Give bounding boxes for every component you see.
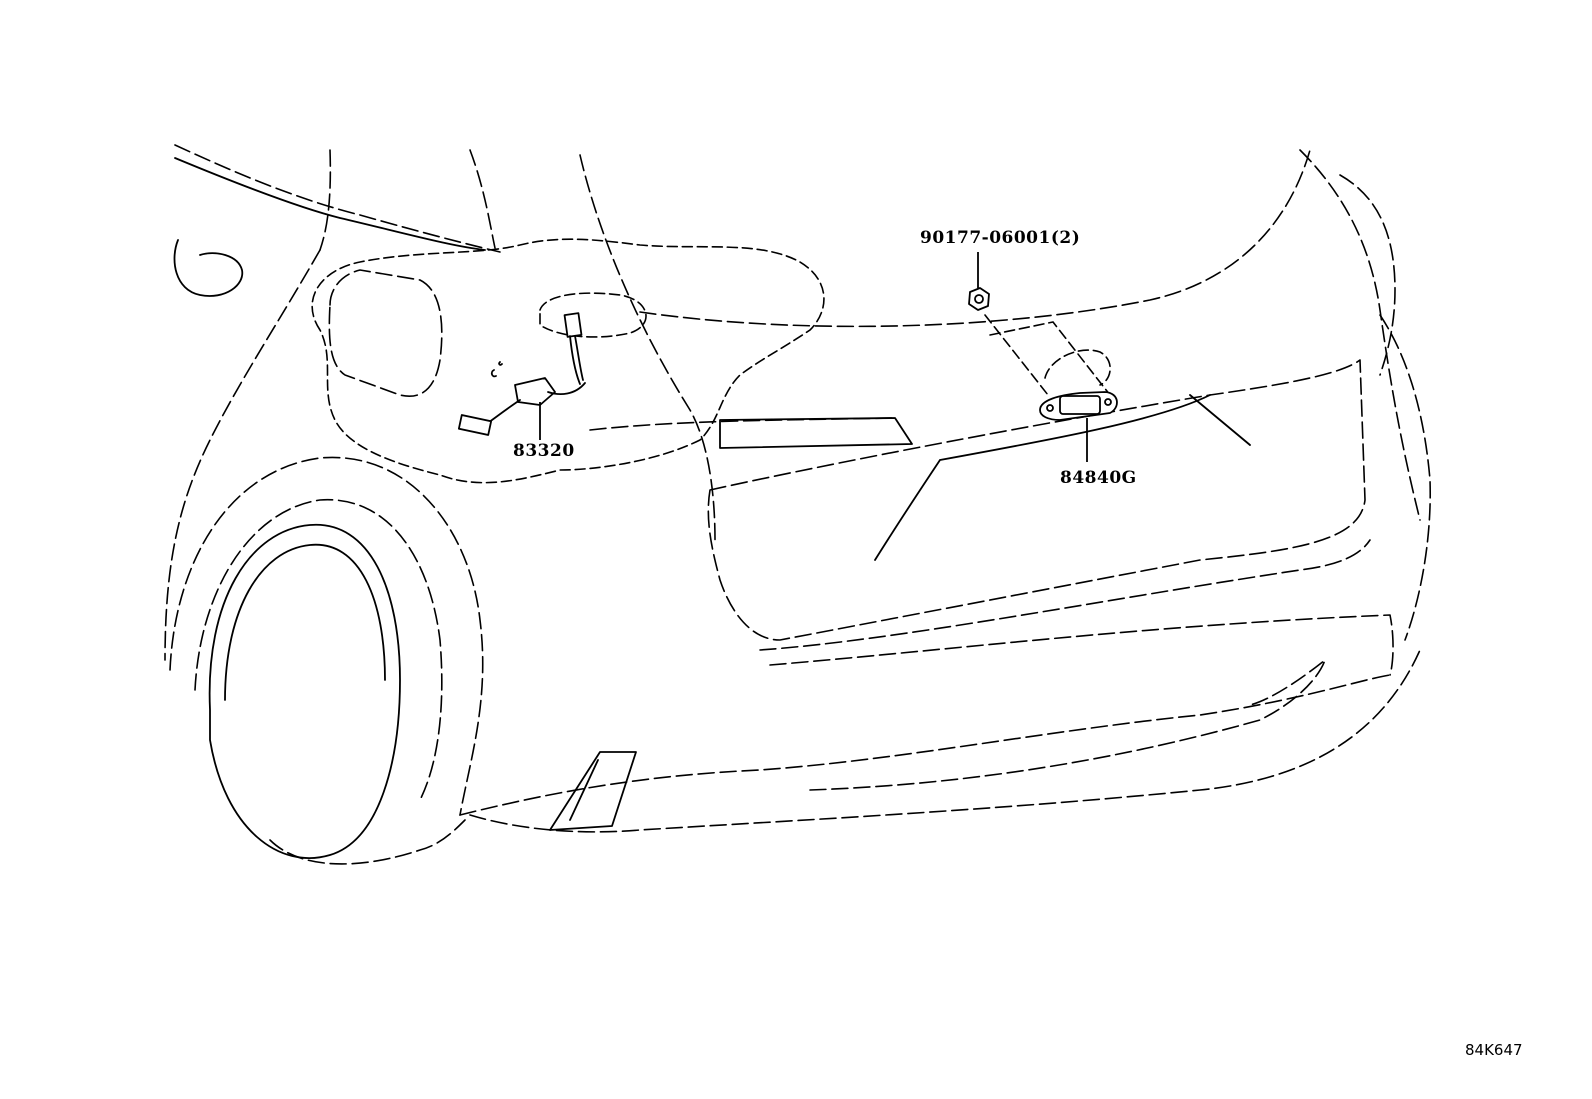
figure-code: 84K647 [1465,1041,1523,1059]
bumper-bottom-line [469,649,1421,833]
tail-lamp-lower-line [589,417,896,431]
rear-spoiler-top [1339,174,1396,376]
part-90177-06001-nut [968,287,990,311]
fuel-lid-outline [328,269,443,397]
callout-90177-06001: 90177-06001(2) [920,228,1081,248]
lamp-84840g-mount-hole [1044,349,1111,386]
lamp-84840g-locator-dash [984,314,1111,396]
part-84840g-license-lamp [1039,391,1118,421]
wheel-arch-mid [194,499,443,801]
roof-edge-line [174,144,501,253]
rear-glass-side-line [469,149,496,249]
wheel-arch-outer [169,456,484,816]
part-83320-opener-harness [457,312,586,436]
c-pillar-line [319,149,332,251]
callout-84840g: 84840G [1060,468,1137,488]
rear-glass-lower-curve [639,149,1311,328]
bumper-mid-line [769,614,1394,676]
lamp-cavity-outline [311,238,825,484]
bumper-side-right [1379,314,1432,641]
quarter-panel-left [164,249,321,661]
tire-outline [208,524,401,859]
bumper-top-line [759,539,1371,651]
callout-83320: 83320 [513,441,575,461]
roof-trim-line [174,157,486,251]
license-recess-outline [874,394,1251,561]
bumper-lower-line [459,674,1391,816]
hatch-lower-edge [707,359,1366,641]
reflector-left [549,751,637,831]
tire-inner-line [224,544,386,701]
bumper-diffuser-line [809,659,1326,791]
rear-glass-center-line [579,154,716,541]
rear-spoiler-right [1299,149,1421,521]
tire-bottom-line [269,819,466,865]
rear-door-handle-left [173,239,244,297]
tail-lamp-lens-outline [719,417,913,449]
